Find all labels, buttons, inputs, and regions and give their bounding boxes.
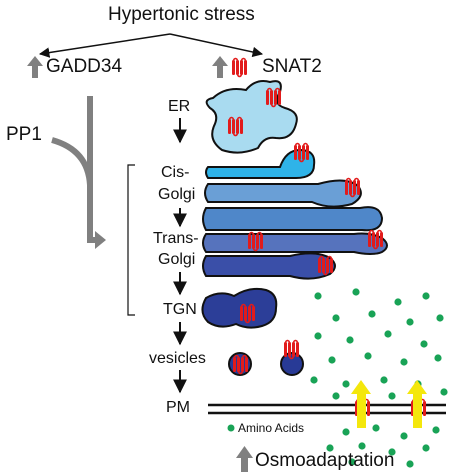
amino-acid-dot — [388, 392, 396, 400]
amino-acid-dot — [348, 458, 356, 466]
er-label: ER — [168, 98, 191, 115]
osmoadaptation-label: Osmoadaptation — [255, 450, 395, 471]
amino-acid-dot — [434, 354, 442, 362]
amino-acid-dot — [332, 314, 340, 322]
amino-acid-dot — [326, 444, 334, 452]
gadd34-up-arrow-icon — [27, 56, 43, 78]
amino-acid-dot — [432, 426, 440, 434]
gadd34-label: GADD34 — [46, 56, 123, 77]
tgn-compartment — [201, 287, 278, 329]
branch-stem-right — [169, 33, 264, 58]
amino-acid-dot — [364, 352, 372, 360]
amino-acid-dot — [406, 460, 414, 468]
legend-amino-acid-dot — [227, 424, 235, 432]
vesicles-label: vesicles — [149, 350, 206, 367]
amino-acid-dot — [372, 424, 380, 432]
diagram-title: Hypertonic stress — [108, 4, 255, 25]
gadd34-arrow — [87, 96, 97, 243]
tgn-label: TGN — [163, 301, 197, 318]
cis-golgi-1 — [205, 148, 316, 179]
amino-acid-dot — [422, 292, 430, 300]
amino-acid-dot — [352, 288, 360, 296]
cis-golgi-label-2: Golgi — [158, 186, 196, 203]
snat2-up-arrow-icon — [212, 56, 228, 78]
amino-acid-dot — [394, 298, 402, 306]
amino-acid-dot — [328, 356, 336, 364]
amino-acid-dot — [400, 358, 408, 366]
cis-golgi-3 — [202, 206, 384, 232]
amino-acid-dot — [368, 310, 376, 318]
pp1-label: PP1 — [6, 124, 42, 145]
amino-acid-dot — [440, 388, 448, 396]
trans-golgi-2 — [202, 252, 336, 280]
snat2-label: SNAT2 — [262, 56, 322, 77]
amino-acid-dot — [388, 448, 396, 456]
cis-golgi-2 — [204, 179, 362, 208]
amino-acid-dots — [310, 288, 448, 468]
golgi-bracket — [127, 164, 135, 316]
amino-acid-dot — [420, 340, 428, 348]
pp1-curve — [51, 137, 93, 186]
pm-label: PM — [166, 399, 190, 416]
amino-acid-dot — [314, 332, 322, 340]
amino-acid-dot — [406, 318, 414, 326]
amino-acid-dot — [436, 314, 444, 322]
transport-arrow-2 — [407, 380, 427, 428]
amino-acids-legend-label: Amino Acids — [238, 421, 305, 435]
branch-stem — [38, 33, 171, 58]
amino-acid-dot — [400, 432, 408, 440]
amino-acid-dot — [380, 376, 388, 384]
osmoadaptation-up-arrow-icon — [236, 446, 253, 472]
amino-acid-dot — [422, 444, 430, 452]
amino-acid-dot — [332, 392, 340, 400]
amino-acid-dot — [384, 330, 392, 338]
transport-arrow-1 — [351, 380, 371, 428]
er-compartment — [205, 80, 298, 154]
amino-acid-dot — [342, 380, 350, 388]
trans-golgi-label-1: Trans- — [153, 230, 199, 247]
trans-golgi-label-2: Golgi — [158, 251, 196, 268]
snat2-transporter-icon — [231, 57, 248, 78]
amino-acid-dot — [310, 376, 318, 384]
amino-acid-dot — [314, 292, 322, 300]
cis-golgi-label-1: Cis- — [161, 164, 190, 181]
trans-golgi-1 — [202, 232, 388, 255]
amino-acid-dot — [358, 442, 366, 450]
amino-acid-dot — [342, 428, 350, 436]
amino-acid-dot — [346, 336, 354, 344]
